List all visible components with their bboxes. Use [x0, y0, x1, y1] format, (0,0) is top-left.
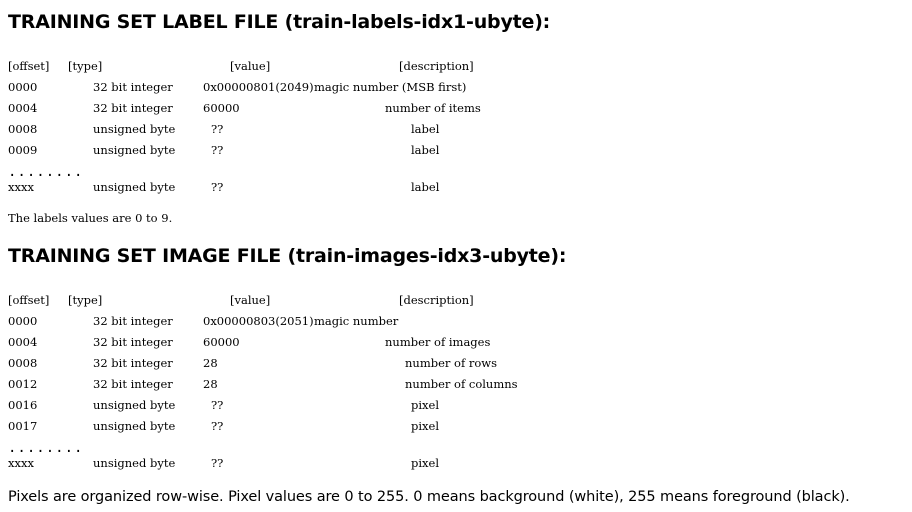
row-offset: 0017: [8, 419, 38, 433]
row-offset: 0000: [8, 314, 38, 328]
row-offset: 0016: [8, 398, 38, 412]
row-type: unsigned byte: [93, 180, 176, 194]
header-type: [type]: [68, 293, 103, 307]
row-offset: xxxx: [8, 456, 34, 470]
row-description: label: [411, 143, 440, 157]
ellipsis: ........: [8, 440, 84, 456]
row-value: ??: [211, 143, 224, 157]
row-type: unsigned byte: [93, 122, 176, 136]
row-value: ??: [211, 419, 224, 433]
row-description: pixel: [411, 398, 440, 412]
pixel-organization-note: Pixels are organized row-wise. Pixel val…: [8, 489, 850, 505]
note-text: The labels values are 0 to 9.: [8, 211, 173, 225]
row-value: 28: [203, 377, 218, 391]
header-offset: [offset]: [8, 59, 50, 73]
row-type: unsigned byte: [93, 398, 176, 412]
row-type: 32 bit integer: [93, 314, 173, 328]
row-type: unsigned byte: [93, 456, 176, 470]
header-value: [value]: [230, 59, 271, 73]
row-type: 32 bit integer: [93, 335, 173, 349]
row-value: 0x00000801(2049): [203, 80, 314, 94]
row-value: 28: [203, 356, 218, 370]
row-description: label: [411, 122, 440, 136]
row-type: unsigned byte: [93, 143, 176, 157]
header-type: [type]: [68, 59, 103, 73]
header-description: [description]: [399, 59, 474, 73]
row-description: pixel: [411, 419, 440, 433]
row-value: 60000: [203, 101, 240, 115]
row-offset: 0008: [8, 122, 38, 136]
ellipsis: ........: [8, 164, 84, 180]
row-type: 32 bit integer: [93, 101, 173, 115]
row-offset: 0000: [8, 80, 38, 94]
row-description: number of columns: [405, 377, 518, 391]
row-description: pixel: [411, 456, 440, 470]
header-offset: [offset]: [8, 293, 50, 307]
row-description: magic number (MSB first): [314, 80, 467, 94]
row-description: magic number: [314, 314, 399, 328]
row-value: ??: [211, 180, 224, 194]
header-description: [description]: [399, 293, 474, 307]
row-offset: 0012: [8, 377, 38, 391]
row-value: 0x00000803(2051): [203, 314, 314, 328]
row-type: 32 bit integer: [93, 356, 173, 370]
row-offset: xxxx: [8, 180, 34, 194]
row-offset: 0008: [8, 356, 38, 370]
row-type: 32 bit integer: [93, 377, 173, 391]
row-value: ??: [211, 456, 224, 470]
row-value: ??: [211, 122, 224, 136]
row-description: number of images: [385, 335, 491, 349]
row-offset: 0004: [8, 101, 38, 115]
row-type: 32 bit integer: [93, 80, 173, 94]
image-file-heading: TRAINING SET IMAGE FILE (train-images-id…: [8, 245, 567, 267]
row-description: number of rows: [405, 356, 498, 370]
row-description: label: [411, 180, 440, 194]
row-description: number of items: [385, 101, 481, 115]
row-value: 60000: [203, 335, 240, 349]
row-value: ??: [211, 398, 224, 412]
label-file-heading: TRAINING SET LABEL FILE (train-labels-id…: [8, 11, 551, 33]
header-value: [value]: [230, 293, 271, 307]
row-type: unsigned byte: [93, 419, 176, 433]
row-offset: 0004: [8, 335, 38, 349]
row-offset: 0009: [8, 143, 38, 157]
